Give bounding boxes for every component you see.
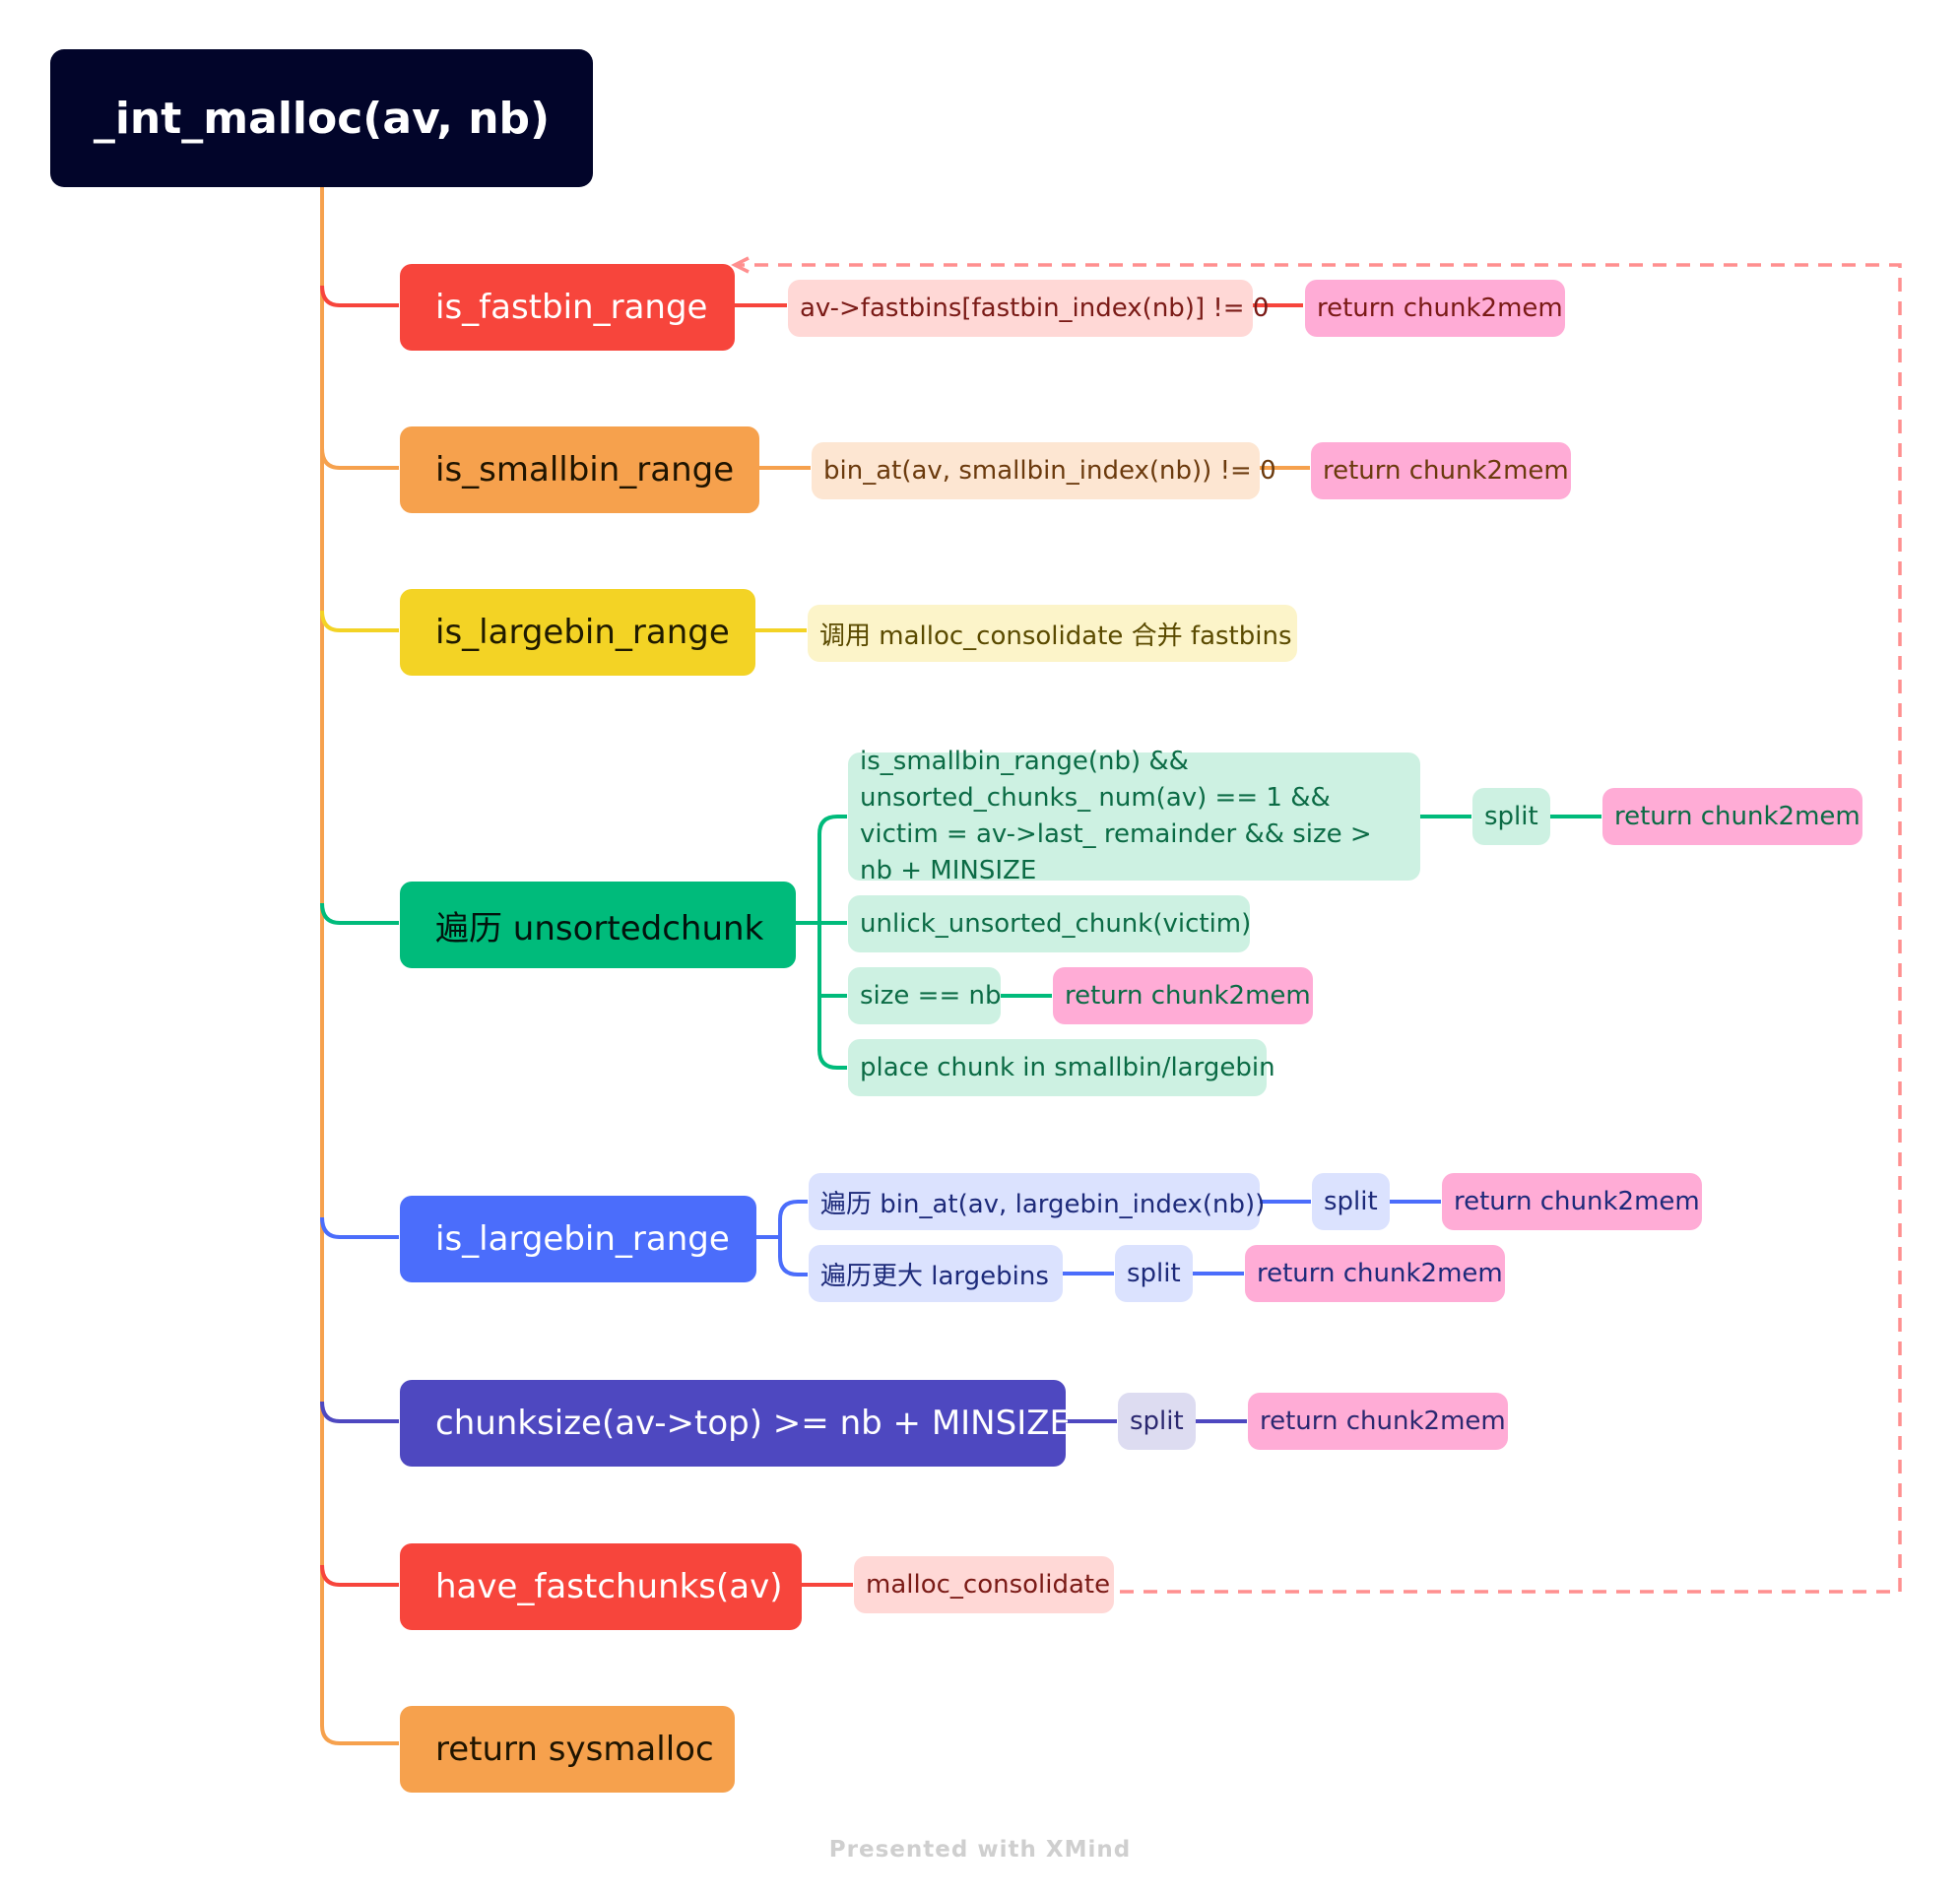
node-chunksize-top[interactable]: chunksize(av->top) >= nb + MINSIZE xyxy=(400,1380,1071,1467)
unsorted-place-chunk[interactable]: place chunk in smallbin/largebin xyxy=(848,1039,1275,1096)
fastbin-condition[interactable]: av->fastbins[fastbin_index(nb)] != 0 xyxy=(788,280,1269,337)
footer-credit: Presented with XMind xyxy=(828,1837,1132,1863)
smallbin-return[interactable]: return chunk2mem xyxy=(1311,442,1571,499)
unsorted-bracket xyxy=(795,815,847,1070)
node-is-fastbin-range[interactable]: is_fastbin_range xyxy=(400,264,735,351)
fastchunks-malloc-consolidate[interactable]: malloc_consolidate xyxy=(854,1556,1114,1613)
node-is-largebin-range-1[interactable]: is_largebin_range xyxy=(400,589,755,676)
branch-line-topchunk xyxy=(320,1401,399,1423)
unsorted-last-remainder-condition[interactable]: is_smallbin_range(nb) && unsorted_chunks… xyxy=(848,747,1420,885)
largebin-split-1[interactable]: split xyxy=(1312,1173,1390,1230)
topchunk-return[interactable]: return chunk2mem xyxy=(1248,1393,1508,1450)
branch-line-fastchunks xyxy=(320,1564,399,1587)
largebin-bracket xyxy=(755,1200,808,1276)
node-traverse-unsortedchunk[interactable]: 遍历 unsortedchunk xyxy=(400,882,796,968)
largebin-split-2[interactable]: split xyxy=(1115,1245,1193,1302)
unsorted-unlink[interactable]: unlick_unsorted_chunk(victim) xyxy=(848,895,1251,952)
smallbin-condition[interactable]: bin_at(av, smallbin_index(nb)) != 0 xyxy=(812,442,1276,499)
unsorted-return-1[interactable]: return chunk2mem xyxy=(1602,788,1862,845)
branch-line-largebin1 xyxy=(320,610,399,632)
largebin-consolidate-note[interactable]: 调用 malloc_consolidate 合并 fastbins xyxy=(808,605,1297,662)
largebin-return-2[interactable]: return chunk2mem xyxy=(1245,1245,1505,1302)
node-have-fastchunks[interactable]: have_fastchunks(av) xyxy=(400,1543,802,1630)
unsorted-size-eq-nb[interactable]: size == nb xyxy=(848,967,1002,1024)
loop-back-dashed-line xyxy=(737,263,1902,1594)
trunk-line xyxy=(320,187,399,1745)
largebin-traverse-bin-at[interactable]: 遍历 bin_at(av, largebin_index(nb)) xyxy=(809,1173,1265,1230)
node-is-smallbin-range[interactable]: is_smallbin_range xyxy=(400,426,759,513)
node-is-largebin-range-2[interactable]: is_largebin_range xyxy=(400,1196,756,1282)
fastbin-return[interactable]: return chunk2mem xyxy=(1305,280,1565,337)
branch-line-fastbin xyxy=(320,285,399,307)
branch-line-unsorted xyxy=(320,902,399,925)
topchunk-split[interactable]: split xyxy=(1118,1393,1196,1450)
unsorted-split[interactable]: split xyxy=(1472,788,1550,845)
largebin-traverse-larger[interactable]: 遍历更大 largebins xyxy=(809,1245,1063,1302)
node-return-sysmalloc[interactable]: return sysmalloc xyxy=(400,1706,735,1793)
loop-back-arrowhead xyxy=(731,256,750,274)
unsorted-return-2[interactable]: return chunk2mem xyxy=(1053,967,1313,1024)
largebin-return-1[interactable]: return chunk2mem xyxy=(1442,1173,1702,1230)
branch-line-smallbin xyxy=(320,447,399,470)
branch-line-largebin2 xyxy=(320,1216,399,1239)
root-node[interactable]: _int_malloc(av, nb) xyxy=(50,49,593,187)
